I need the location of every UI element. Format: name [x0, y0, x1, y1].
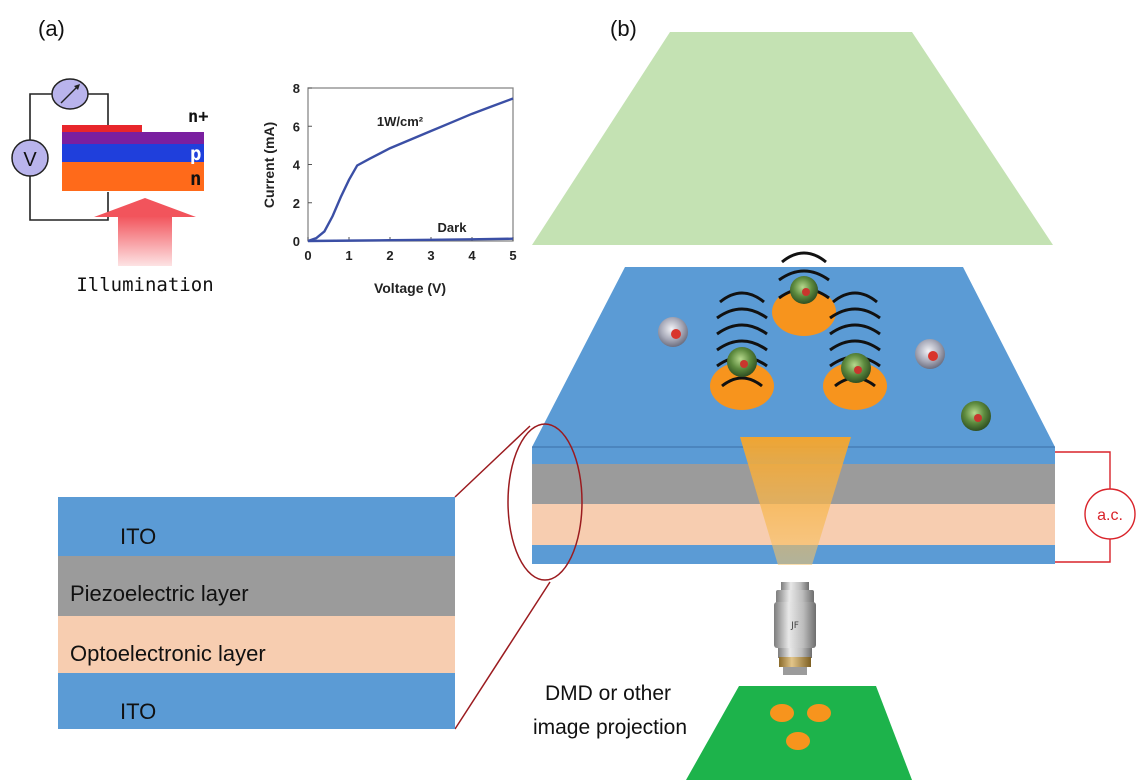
iv-y-tick-label: 8 — [293, 81, 300, 96]
stack-label-opto: Optoelectronic layer — [70, 641, 266, 666]
stack-ito-top — [58, 497, 455, 556]
iv-x-axis-label: Voltage (V) — [374, 280, 446, 296]
ammeter-icon — [51, 78, 89, 110]
iv-x-tick-label: 0 — [304, 248, 311, 263]
ac-circuit: a.c. — [1055, 451, 1136, 563]
iv-x-tick-label: 1 — [345, 248, 352, 263]
iv-series-line — [307, 237, 514, 243]
stack-opto — [58, 616, 455, 673]
trap-spots — [710, 288, 887, 410]
particles — [658, 276, 991, 431]
stack-label-ito-bottom: ITO — [120, 699, 156, 724]
ac-source-icon — [1084, 488, 1136, 540]
trap-spot — [823, 362, 887, 410]
iv-series-label: 1W/cm² — [377, 114, 424, 129]
stack-piezo — [58, 556, 455, 616]
panel-b: (b) — [454, 16, 1136, 780]
iv-series-labels: 1W/cm² Dark — [377, 114, 467, 235]
circuit-wires — [29, 93, 109, 221]
objective-engraving: JF — [790, 621, 799, 631]
chip-top-surface — [532, 267, 1055, 447]
trap-spot — [772, 288, 836, 336]
n-layer — [62, 162, 204, 191]
p-edge-layer — [62, 132, 204, 144]
dmd-spot — [786, 732, 810, 750]
dmd-spots — [770, 704, 831, 750]
top-plate — [532, 32, 1053, 245]
dmd-spot — [807, 704, 831, 722]
panel-a: (a) V n+ p n — [11, 16, 214, 296]
iv-y-tick-label: 0 — [293, 234, 300, 249]
iv-series-line — [307, 97, 514, 243]
stack-ito-bottom — [58, 673, 455, 729]
iv-y-ticks: 0 2 4 6 8 — [293, 81, 312, 249]
iv-x-tick-label: 5 — [509, 248, 516, 263]
iv-y-tick-label: 6 — [293, 119, 300, 134]
illumination-label: Illumination — [76, 274, 213, 296]
zoom-indicator — [454, 423, 583, 730]
projection-label-line2: image projection — [533, 716, 687, 739]
illumination-arrow-icon — [94, 198, 196, 266]
dmd-spot — [770, 704, 794, 722]
device-layers — [62, 125, 204, 191]
objective-lens-icon: JF — [774, 582, 816, 675]
iv-y-axis-label: Current (mA) — [261, 122, 277, 208]
iv-y-tick-label: 4 — [293, 158, 301, 173]
iv-x-tick-label: 2 — [386, 248, 393, 263]
voltage-source-icon: V — [11, 139, 49, 177]
n-plus-label: n+ — [188, 107, 208, 127]
projection-label-line1: DMD or other — [545, 682, 671, 705]
p-label: p — [190, 143, 201, 165]
iv-series — [307, 97, 514, 243]
iv-x-tick-label: 4 — [468, 248, 476, 263]
iv-x-tick-label: 3 — [427, 248, 434, 263]
layer-stack: ITO Piezoelectric layer Optoelectronic l… — [58, 497, 455, 729]
stack-label-piezo: Piezoelectric layer — [70, 581, 249, 606]
ac-label: a.c. — [1097, 507, 1123, 524]
iv-series-label: Dark — [438, 220, 468, 235]
light-beam — [740, 437, 851, 565]
n-plus-layer — [62, 125, 142, 134]
p-layer — [62, 144, 204, 162]
stack-label-ito-top: ITO — [120, 524, 156, 549]
trap-spot — [710, 362, 774, 410]
panel-b-label: (b) — [610, 16, 637, 41]
panel-a-label: (a) — [38, 16, 65, 41]
iv-y-tick-label: 2 — [293, 196, 300, 211]
iv-chart: 0 1 2 3 4 5 0 2 4 6 8 1W/cm² Dark Voltage (V) Curr… — [261, 81, 517, 296]
n-label: n — [190, 168, 201, 190]
voltage-source-label: V — [23, 149, 37, 171]
